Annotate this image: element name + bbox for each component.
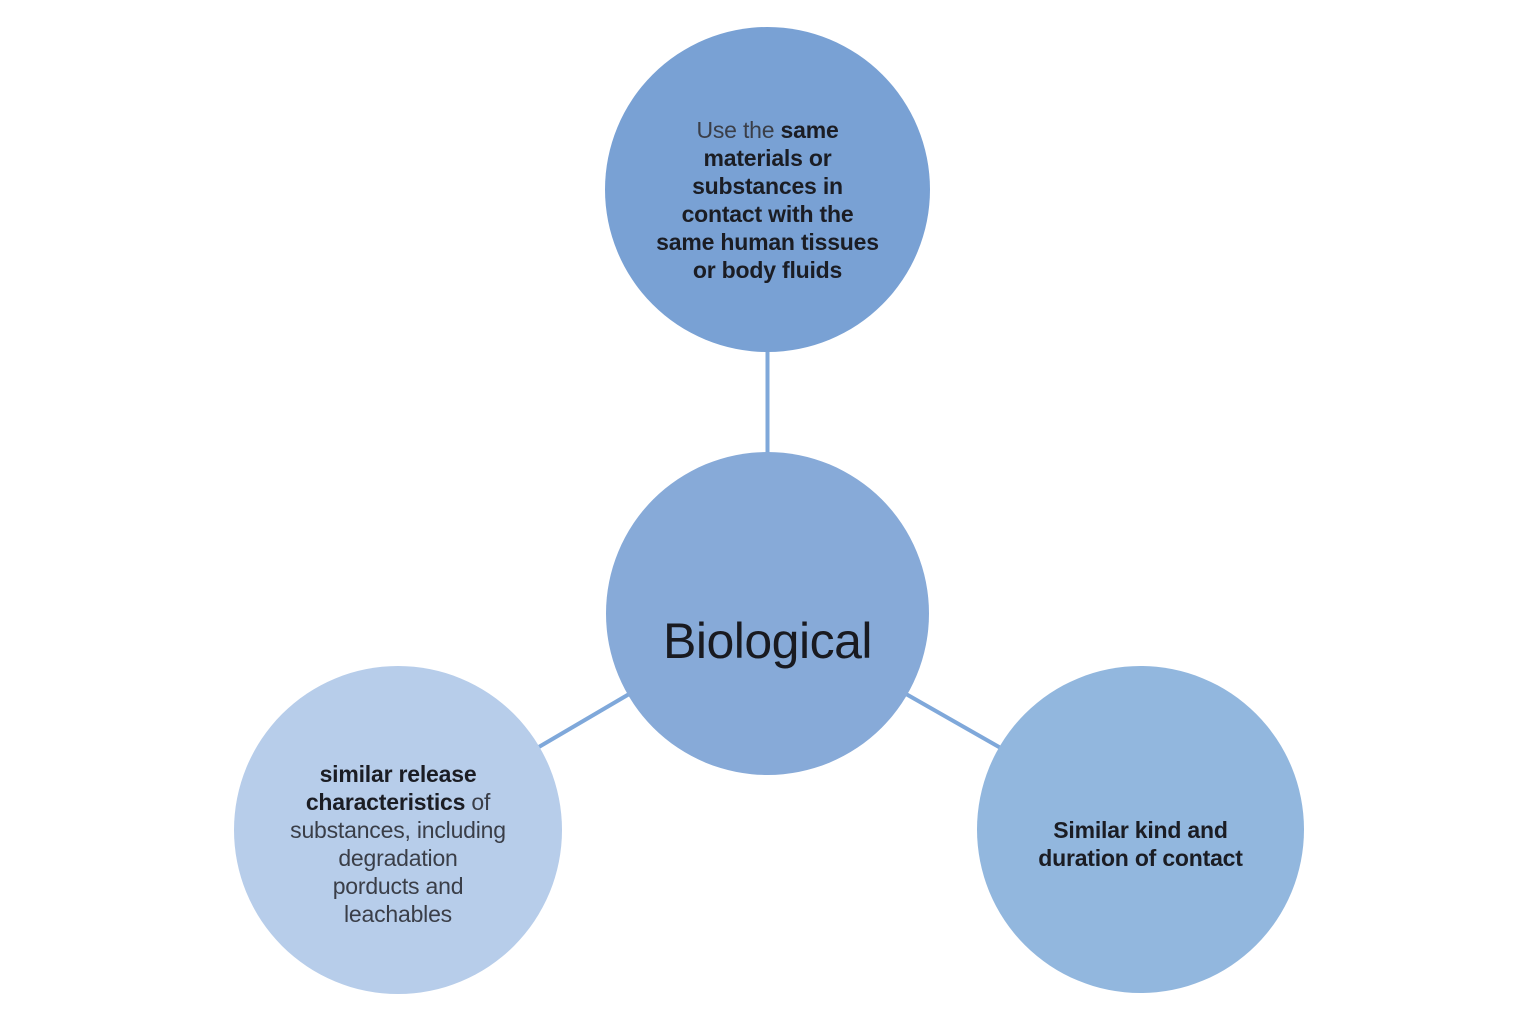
top-node-circle: [605, 27, 930, 352]
connector-center-to-right: [898, 688, 1007, 753]
center-node-circle: [606, 452, 929, 775]
connector-center-to-left: [530, 688, 638, 753]
left-node-circle: [234, 666, 562, 994]
right-node-circle: [977, 666, 1304, 993]
